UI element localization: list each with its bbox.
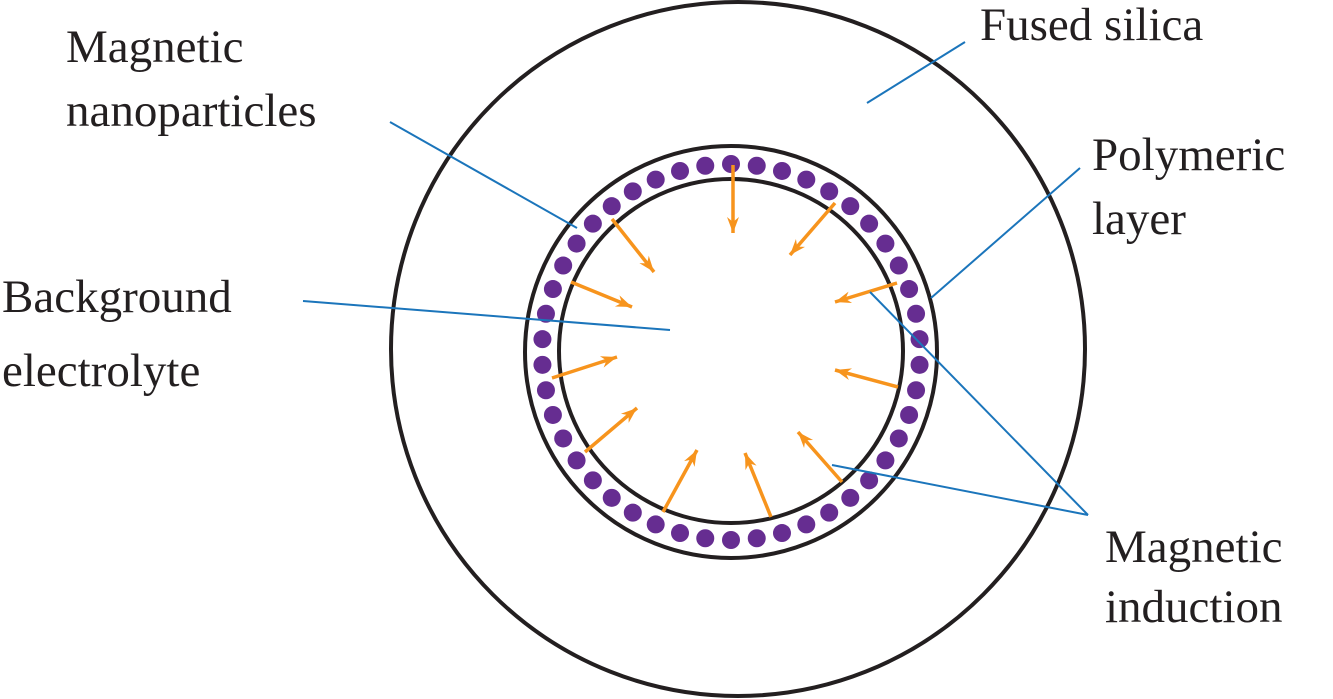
nanoparticle-dot: [722, 155, 740, 173]
leader-fused-silica: [866, 41, 966, 104]
nanoparticle-dot: [820, 503, 839, 522]
induction-arrow: [743, 452, 773, 518]
magnetic-nanoparticles: [533, 155, 929, 549]
nanoparticle-dot: [797, 170, 816, 189]
label-magnetic-induction-2: induction: [1105, 581, 1283, 633]
arrowhead-icon: [835, 368, 853, 380]
nanoparticle-dot: [554, 256, 573, 275]
nanoparticle-dot: [747, 156, 766, 175]
nanoparticle-dot: [860, 214, 879, 233]
label-background-electrolyte-2: electrolyte: [2, 345, 200, 397]
arrowhead-icon: [684, 450, 697, 467]
induction-arrow: [727, 165, 739, 233]
nanoparticle-dot: [889, 256, 908, 275]
nanoparticle-dot: [533, 330, 552, 349]
arrowhead-icon: [614, 295, 632, 307]
label-fused-silica: Fused silica: [980, 0, 1203, 51]
polymeric-layer-inner: [557, 177, 905, 525]
nanoparticle-dot: [602, 488, 621, 507]
arrowhead-icon: [639, 255, 654, 272]
nanoparticle-dot: [623, 503, 642, 522]
arrowhead-icon: [745, 453, 757, 471]
nanoparticle-dot: [646, 170, 665, 189]
nanoparticle-dot: [910, 355, 929, 374]
label-background-electrolyte-1: Background: [2, 271, 232, 323]
magnetic-induction-arrows: [551, 165, 899, 518]
nanoparticle-dot: [907, 381, 926, 400]
arrowhead-icon: [727, 217, 739, 233]
arrowhead-icon: [620, 408, 637, 423]
nanoparticle-dot: [722, 531, 740, 549]
induction-arrow: [796, 430, 844, 484]
induction-arrow: [551, 355, 618, 380]
label-polymeric-layer-2: layer: [1092, 193, 1186, 245]
nanoparticle-dot: [646, 515, 665, 534]
induction-arrow: [583, 406, 639, 454]
induction-arrow: [610, 217, 656, 274]
nanoparticle-dot: [543, 405, 562, 424]
nanoparticle-dot: [876, 234, 895, 253]
arrowhead-icon: [798, 432, 814, 448]
nanoparticle-dot: [889, 429, 908, 448]
label-magnetic-nanoparticles-1: Magnetic: [66, 21, 244, 73]
nanoparticle-dot: [533, 355, 552, 374]
nanoparticle-dot: [910, 330, 929, 349]
nanoparticle-dot: [567, 234, 586, 253]
polymeric-layer-outer: [523, 144, 939, 560]
fused-silica-capillary: [389, 0, 1087, 698]
nanoparticle-dot: [554, 429, 573, 448]
nanoparticle-dot: [583, 471, 602, 490]
nanoparticle-dot: [747, 529, 766, 548]
label-magnetic-nanoparticles-2: nanoparticles: [66, 85, 317, 137]
leader-magnetic-induction-2: [831, 464, 1089, 516]
induction-arrow: [661, 449, 699, 513]
nanoparticle-dot: [772, 524, 791, 543]
arrowhead-icon: [790, 238, 806, 255]
leader-polymeric-layer: [930, 167, 1081, 299]
nanoparticle-dot: [623, 182, 642, 201]
nanoparticle-dot: [900, 405, 919, 424]
nanoparticle-dot: [876, 451, 895, 470]
induction-arrow: [834, 281, 898, 304]
leader-background-electrolyte: [302, 300, 671, 331]
leader-magnetic-induction-1: [869, 291, 1089, 516]
nanoparticle-dot: [797, 515, 816, 534]
nanoparticle-dot: [860, 471, 879, 490]
nanoparticle-dot: [602, 197, 621, 216]
nanoparticle-dot: [696, 156, 715, 175]
induction-arrow: [834, 368, 899, 389]
arrowhead-icon: [835, 291, 853, 304]
label-magnetic-induction-1: Magnetic: [1105, 521, 1283, 573]
nanoparticle-dot: [907, 304, 926, 323]
nanoparticle-dot: [543, 280, 562, 299]
nanoparticle-dot: [772, 161, 791, 180]
nanoparticle-dot: [671, 524, 690, 543]
nanoparticle-dot: [536, 381, 555, 400]
nanoparticle-dot: [671, 161, 690, 180]
nanoparticle-dot: [841, 488, 860, 507]
nanoparticle-dot: [900, 280, 919, 299]
induction-arrow: [570, 280, 633, 309]
nanoparticle-dot: [583, 214, 602, 233]
leader-nanoparticles: [389, 121, 578, 229]
label-polymeric-layer-1: Polymeric: [1092, 129, 1285, 181]
nanoparticle-dot: [696, 529, 715, 548]
nanoparticle-dot: [536, 304, 555, 323]
arrowhead-icon: [599, 356, 617, 368]
nanoparticle-dot: [567, 451, 586, 470]
nanoparticle-dot: [841, 197, 860, 216]
induction-arrow: [788, 201, 837, 257]
nanoparticle-dot: [820, 182, 839, 201]
